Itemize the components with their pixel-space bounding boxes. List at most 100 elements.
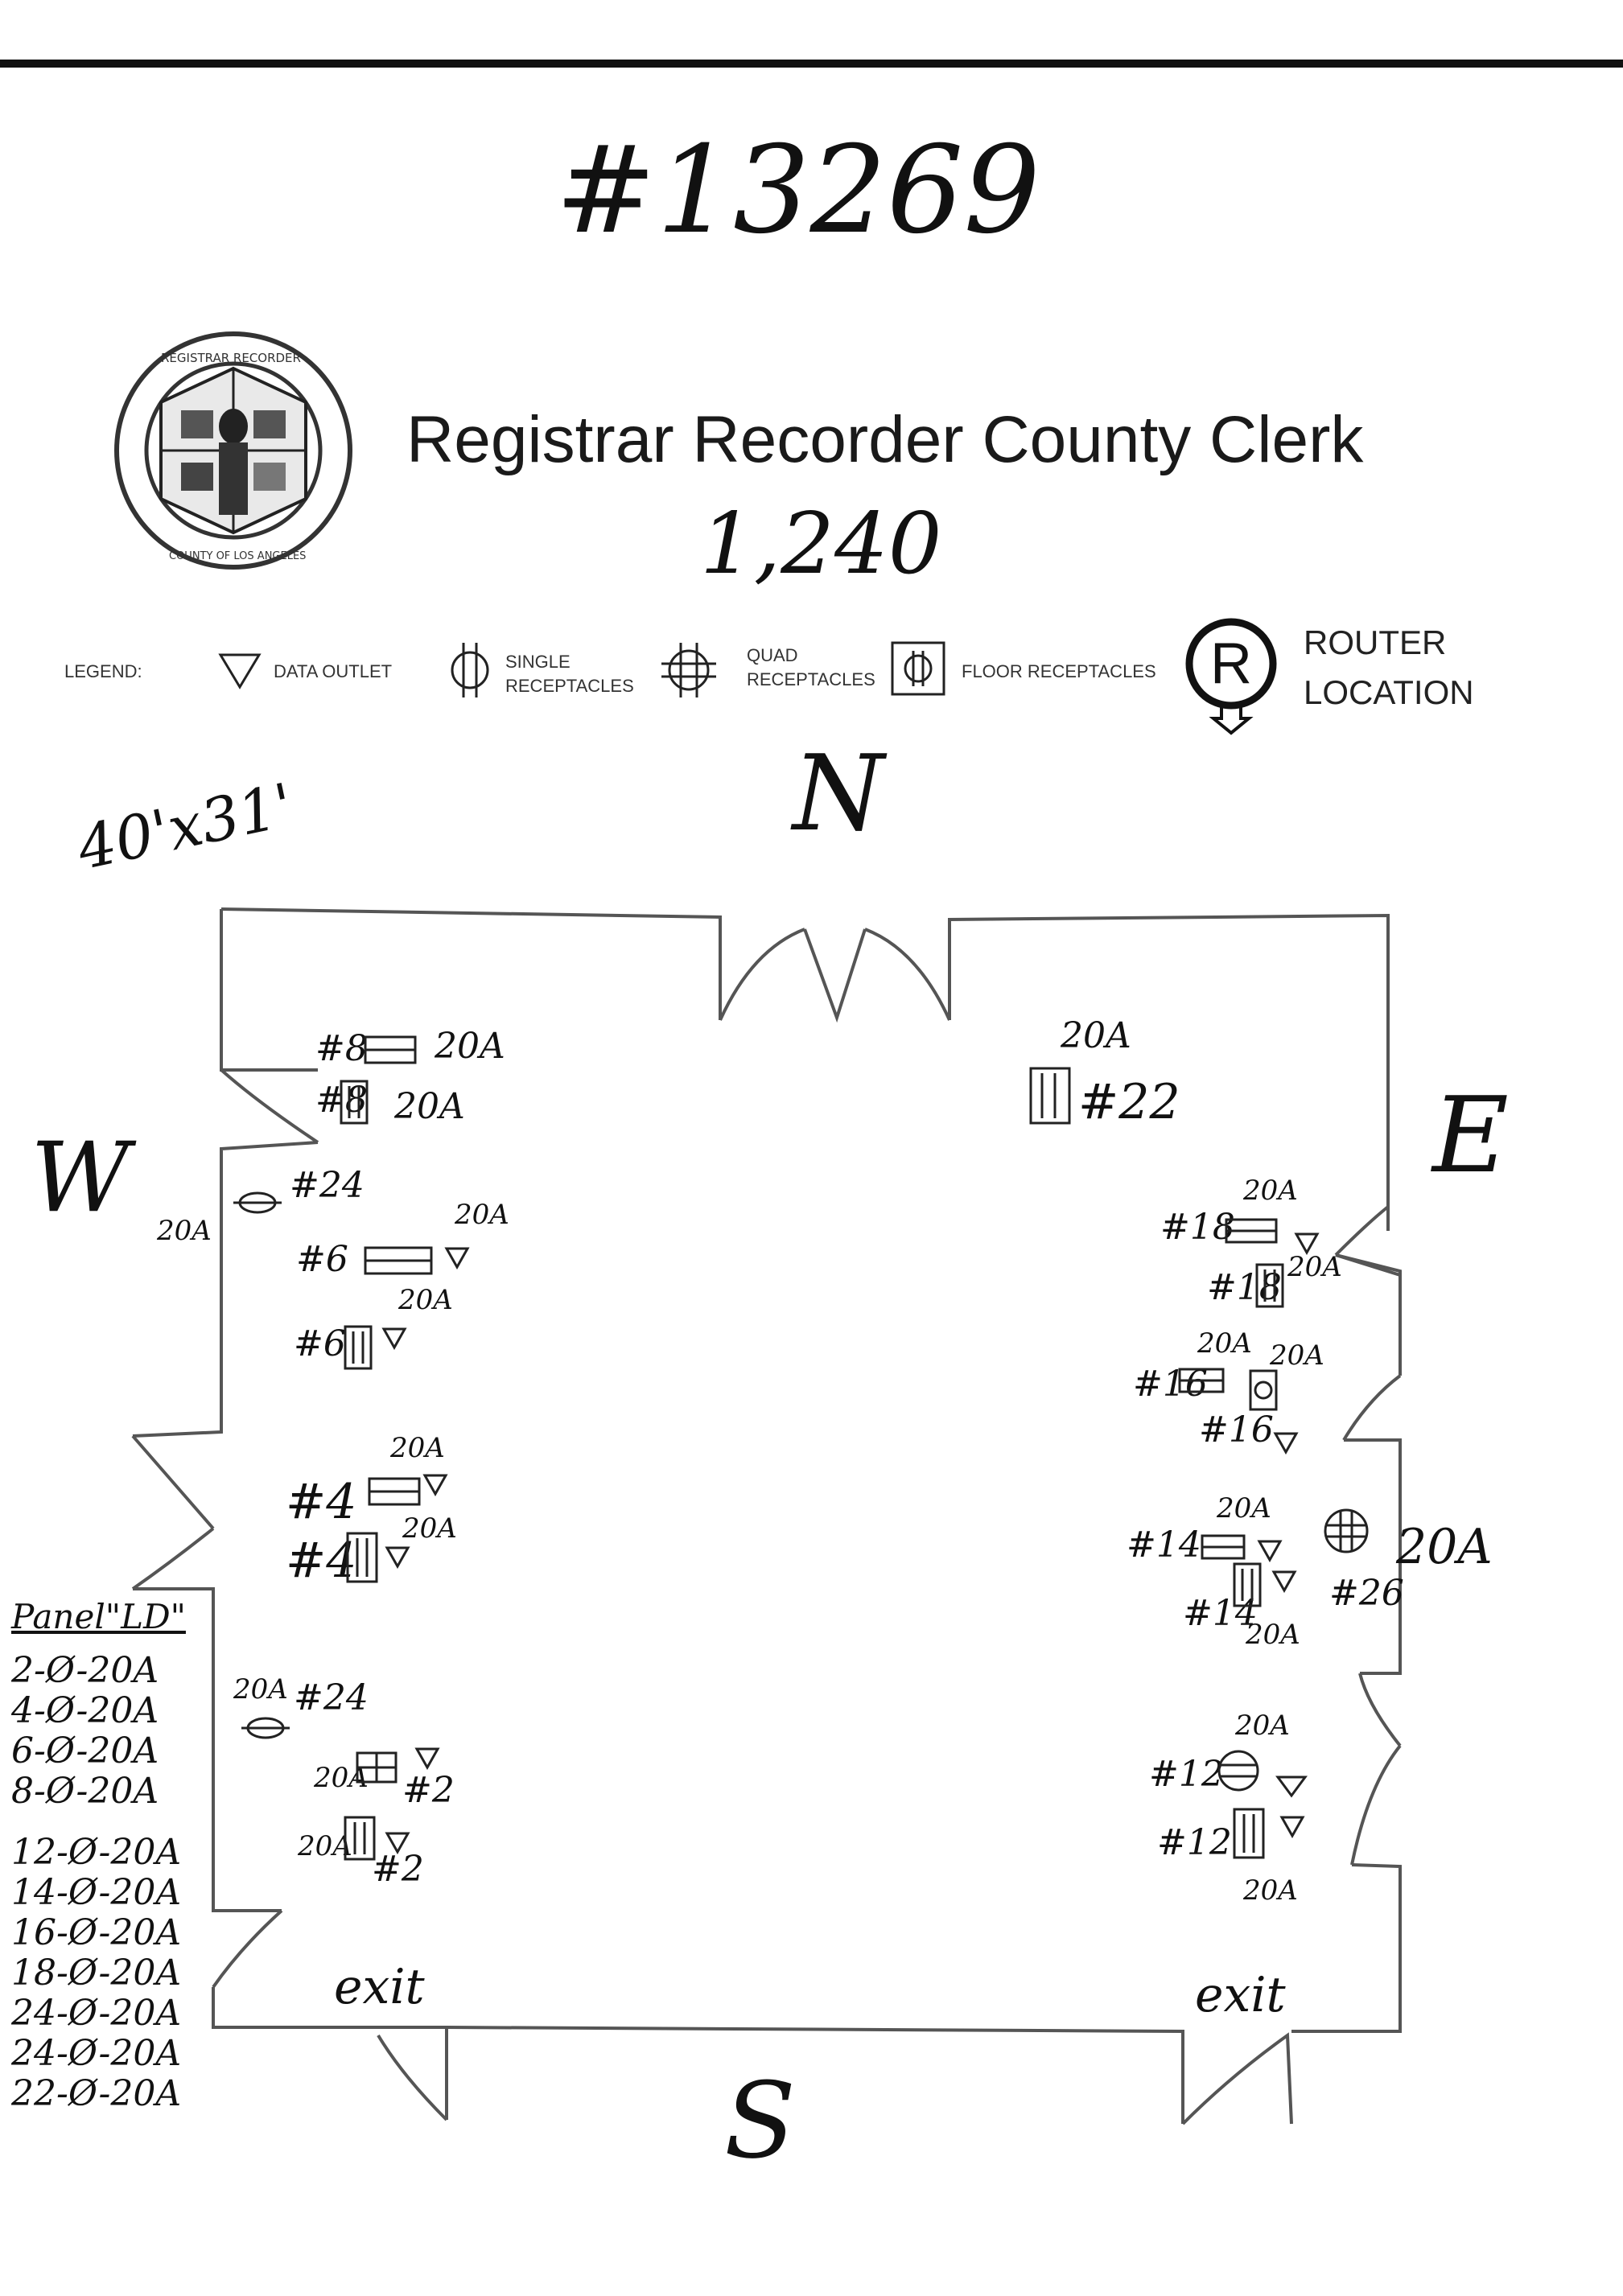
quad-receptacle-icon [1201, 1534, 1246, 1560]
circuit-14a-amp: 20A [1217, 1492, 1271, 1524]
compass-south: S [724, 2059, 797, 2182]
west-door-bottom [212, 1909, 283, 1989]
page-title: Registrar Recorder County Clerk [406, 403, 1364, 476]
floor-receptacle-icon [344, 1816, 376, 1861]
data-outlet-icon [381, 1327, 407, 1350]
single-receptacle-icon [233, 1191, 282, 1214]
quad-receptacle-icon [364, 1246, 433, 1275]
circuit-18a-label: #18 [1160, 1207, 1235, 1248]
county-seal-logo: REGISTRAR RECORDER COUNTY OF LOS ANGELES [114, 331, 352, 570]
panel-line: 22-Ø-20A [11, 2073, 182, 2114]
west-wall-upper [132, 1141, 319, 1438]
circuit-18b-amp: 20A [1287, 1251, 1342, 1283]
quad-receptacle-icon [1225, 1218, 1278, 1244]
legend-quad-receptacle-label: QUAD RECEPTACLES [747, 645, 875, 689]
panel-line: 4-Ø-20A [11, 1690, 159, 1731]
panel-line: 18-Ø-20A [11, 1952, 182, 1994]
floor-receptacle-icon [1255, 1263, 1284, 1308]
panel-line: 24-Ø-20A [11, 1993, 182, 2034]
floor-receptacle-icon [1233, 1562, 1262, 1607]
circuit-24b-label: #24 [294, 1677, 369, 1718]
circuit-12a-label: #12 [1149, 1754, 1224, 1795]
east-door-bottom [1350, 1673, 1402, 1866]
room-number: 1,240 [700, 495, 942, 593]
north-door [719, 928, 951, 1023]
quad-receptacle-icon [1217, 1750, 1259, 1792]
panel-line: 24-Ø-20A [11, 2033, 182, 2074]
floor-receptacle-icon [891, 641, 945, 696]
panel-schedule: Panel"LD" 2-Ø-20A 4-Ø-20A 6-Ø-20A 8-Ø-20… [11, 1597, 212, 2114]
circuit-6a-label: #6 [296, 1239, 348, 1280]
south-door-east [1181, 2032, 1293, 2125]
circuit-12b-label: #12 [1157, 1822, 1232, 1863]
circuit-4a-label: #4 [286, 1474, 357, 1530]
quad-receptacle-icon [661, 643, 716, 697]
circuit-14a-label: #14 [1127, 1524, 1201, 1566]
circuit-14b-amp: 20A [1246, 1619, 1300, 1651]
west-wall-top [220, 909, 318, 1072]
data-outlet-icon [385, 1546, 410, 1569]
circuit-12a-amp: 20A [1235, 1710, 1290, 1742]
circuit-16a-amp: 20A [1197, 1327, 1252, 1360]
panel-line: 16-Ø-20A [11, 1912, 182, 1953]
north-wall [220, 907, 722, 1020]
circuit-22-amp: 20A [1061, 1015, 1131, 1056]
panel-line: 2-Ø-20A [11, 1650, 159, 1691]
panel-line: 6-Ø-20A [11, 1730, 159, 1771]
data-outlet-icon [1257, 1540, 1283, 1562]
panel-lines: 2-Ø-20A 4-Ø-20A 6-Ø-20A 8-Ø-20A 12-Ø-20A… [11, 1651, 212, 2114]
router-icon: R [1185, 618, 1277, 735]
data-outlet-icon [1271, 1570, 1297, 1593]
floor-receptacle-icon [1233, 1808, 1265, 1859]
router-line2: LOCATION [1304, 673, 1474, 711]
data-outlet-icon [1275, 1775, 1308, 1798]
panel-title: Panel"LD" [11, 1597, 186, 1636]
floor-receptacle-icon [1029, 1067, 1071, 1125]
floor-receptacle-icon [344, 1325, 373, 1370]
router-symbol: R [1210, 632, 1252, 696]
exit-label-east: exit [1195, 1967, 1286, 2023]
compass-east: E [1432, 1074, 1509, 1196]
circuit-24a-label: #24 [290, 1165, 365, 1206]
quad-receptacle-icon [368, 1477, 421, 1506]
circuit-6b-amp: 20A [398, 1284, 453, 1316]
quad-receptacle-icon [1178, 1368, 1225, 1393]
east-wall-mid [1344, 1438, 1402, 1675]
floor-receptacle-icon [1249, 1369, 1278, 1411]
circuit-14b-label: #14 [1183, 1593, 1258, 1634]
data-outlet-icon [385, 1832, 410, 1854]
quad-receptacle-icon [356, 1751, 398, 1784]
west-wall-mid [133, 1587, 282, 1912]
circuit-8b-amp: 20A [394, 1086, 465, 1127]
quad-receptacle-icon [364, 1035, 417, 1064]
legend-data-outlet-label: DATA OUTLET [274, 661, 393, 681]
north-wall-east [948, 913, 1390, 1231]
svg-text:COUNTY OF LOS ANGELES: COUNTY OF LOS ANGELES [169, 550, 306, 562]
data-outlet-icon [422, 1474, 448, 1496]
exit-label-west: exit [334, 1959, 425, 2015]
west-wall-bottom [212, 1987, 448, 2120]
circuit-26-amp: 20A [1396, 1519, 1493, 1575]
east-door-middle [1342, 1374, 1402, 1442]
router-location-label: ROUTER LOCATION [1304, 618, 1474, 718]
circuit-8a-amp: 20A [435, 1026, 505, 1067]
floor-receptacle-icon [340, 1080, 369, 1125]
circuit-24a-amp: 20A [157, 1215, 212, 1247]
circuit-4a-amp: 20A [390, 1432, 445, 1464]
circuit-18b-label: #18 [1207, 1267, 1282, 1308]
router-line1: ROUTER [1304, 623, 1447, 661]
single-receptacle-icon [241, 1717, 290, 1739]
circuit-22-label: #22 [1078, 1074, 1180, 1130]
circuit-26-label: #26 [1329, 1573, 1404, 1614]
circuit-2b-amp: 20A [298, 1830, 352, 1862]
circuit-8a-label: #8 [315, 1028, 368, 1069]
circuit-24b-amp: 20A [233, 1673, 288, 1706]
circuit-2b-label: #2 [372, 1849, 424, 1890]
circuit-2a-label: #2 [402, 1770, 455, 1811]
east-wall [1291, 1863, 1402, 2033]
south-wall [446, 2026, 1184, 2124]
data-outlet-icon [1279, 1816, 1305, 1838]
data-outlet-icon [1294, 1232, 1320, 1255]
file-number: #13269 [555, 121, 1040, 261]
